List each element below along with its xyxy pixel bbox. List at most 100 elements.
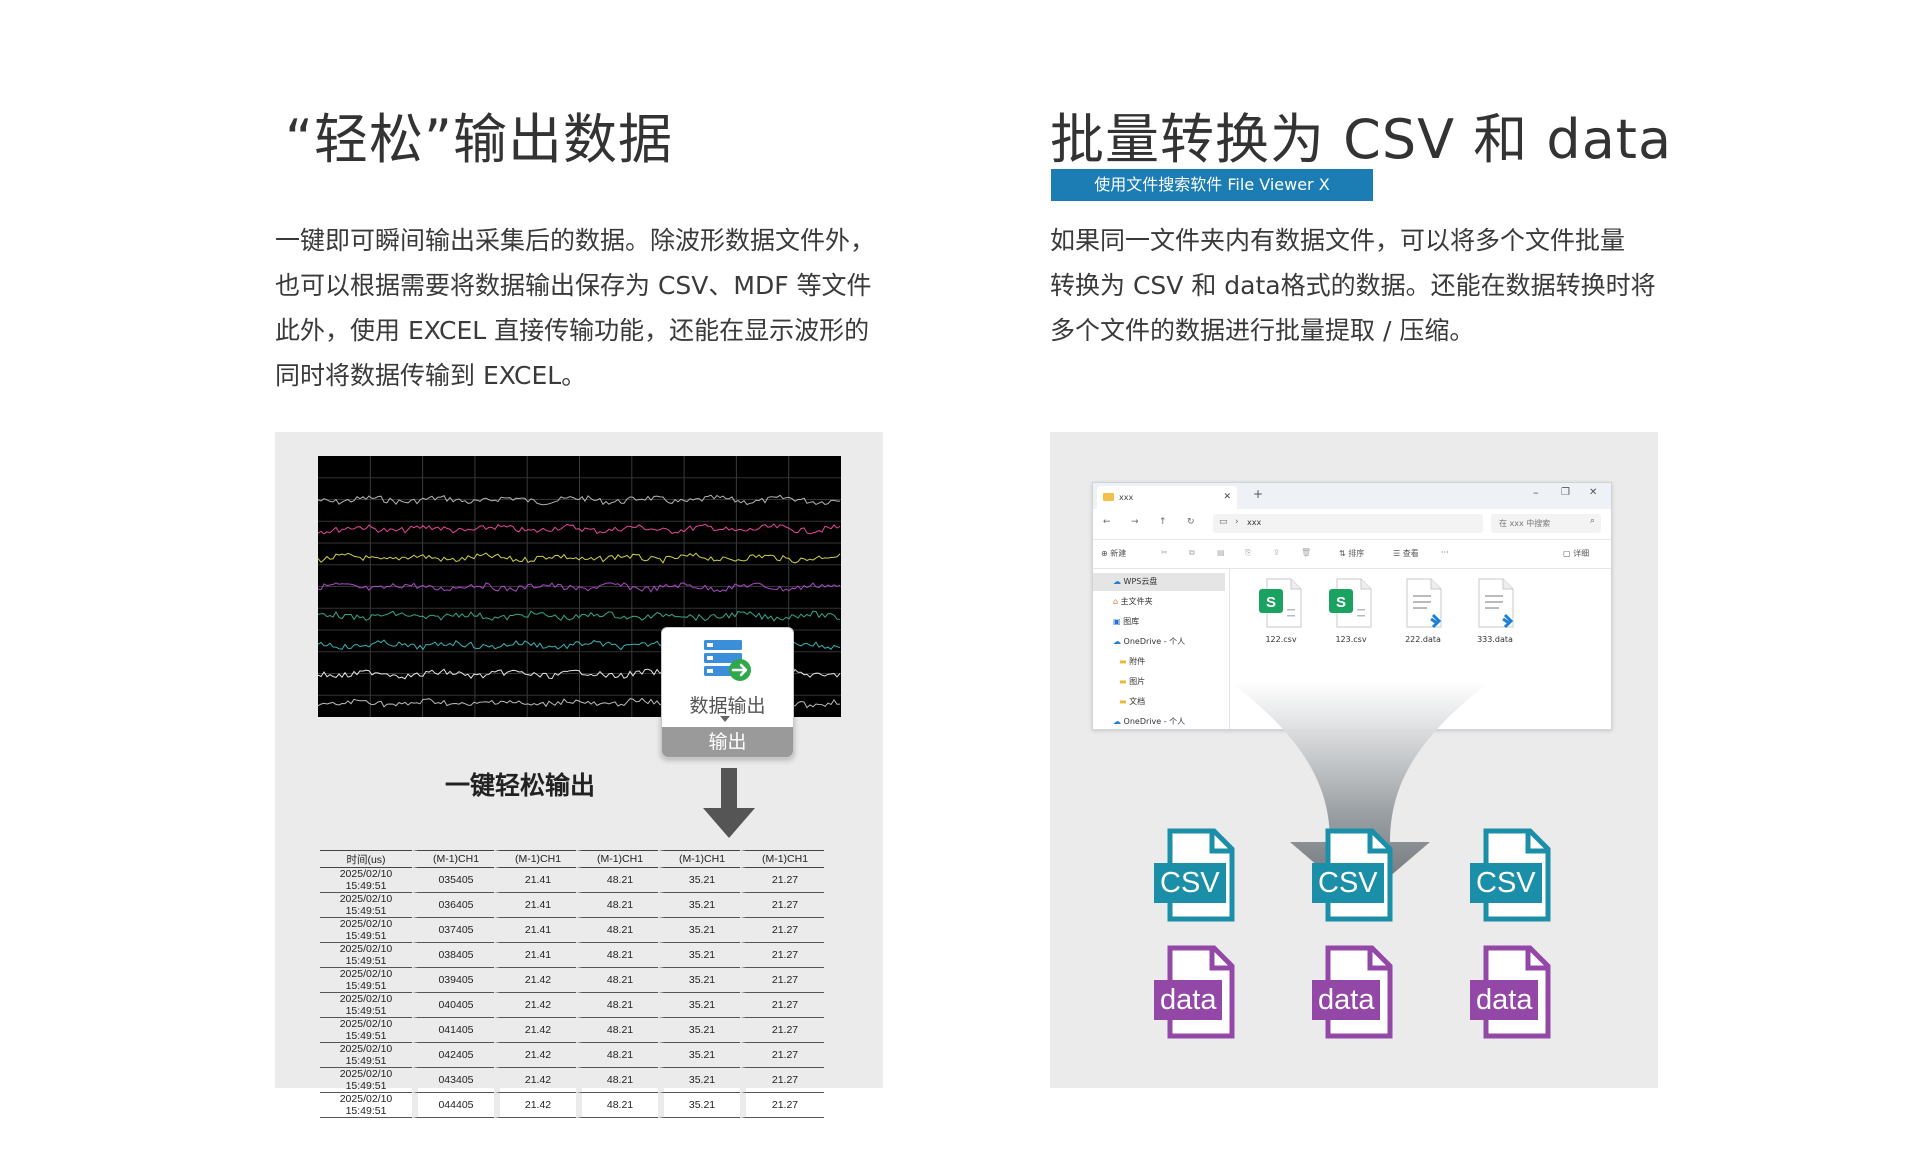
left-paragraph-line: 同时将数据传输到 EXCEL。: [275, 361, 587, 390]
data-file-icon: data: [1470, 944, 1554, 1044]
details-button[interactable]: ▢ 详细: [1563, 549, 1590, 558]
table-cell: 039405: [412, 968, 494, 993]
paste-icon[interactable]: ▤: [1217, 548, 1225, 557]
cut-icon[interactable]: ✂: [1161, 548, 1168, 557]
table-cell: 35.21: [658, 968, 740, 993]
search-placeholder: 在 xxx 中搜索: [1499, 519, 1551, 528]
table-cell: 35.21: [658, 918, 740, 943]
sidebar-item-documents[interactable]: ▬ 文档: [1119, 697, 1146, 706]
explorer-tab[interactable]: xxx ✕: [1097, 486, 1237, 509]
explorer-tabbar: xxx ✕ + – ❐ ✕: [1093, 483, 1611, 509]
svg-text:S: S: [1266, 594, 1276, 611]
table-cell: 48.21: [576, 993, 658, 1018]
table-header-cell: (M-1)CH1: [658, 850, 740, 868]
table-cell: 21.27: [740, 1068, 824, 1093]
new-item-button[interactable]: ⊕ 新建: [1101, 549, 1127, 558]
sidebar-item-wps[interactable]: ☁ WPS云盘: [1093, 573, 1225, 591]
sidebar-item-label: 主文件夹: [1120, 597, 1153, 606]
file-item[interactable]: S 123.csv: [1321, 575, 1381, 644]
file-name: 333.data: [1477, 635, 1513, 644]
left-heading: “轻松”输出数据: [285, 108, 673, 171]
table-header-cell: (M-1)CH1: [576, 850, 658, 868]
address-bar[interactable]: ▭ › xxx: [1213, 514, 1483, 533]
folder-icon: [1103, 493, 1114, 501]
view-button[interactable]: ☰ 查看: [1393, 549, 1419, 558]
table-cell: 48.21: [576, 1093, 658, 1118]
left-paragraph-line: 此外，使用 EXCEL 直接传输功能，还能在显示波形的: [275, 316, 870, 345]
details-label: 详细: [1573, 549, 1590, 558]
waveform-trace: [317, 552, 841, 564]
file-type-label: data: [1470, 980, 1539, 1020]
table-cell: 2025/02/10 15:49:51: [320, 1043, 412, 1068]
table-cell: 044405: [412, 1093, 494, 1118]
table-header-cell: (M-1)CH1: [412, 850, 494, 868]
delete-icon[interactable]: 🗑: [1301, 548, 1312, 557]
table-cell: 35.21: [658, 993, 740, 1018]
table-cell: 35.21: [658, 1043, 740, 1068]
table-cell: 21.27: [740, 893, 824, 918]
rename-icon[interactable]: ⎘: [1245, 548, 1252, 557]
table-cell: 038405: [412, 943, 494, 968]
back-icon[interactable]: ←: [1103, 517, 1111, 527]
window-close-icon[interactable]: ✕: [1589, 487, 1598, 498]
tab-close-icon[interactable]: ✕: [1223, 492, 1231, 502]
sidebar-item-onedrive-2[interactable]: ☁ OneDrive - 个人: [1113, 717, 1186, 726]
copy-icon[interactable]: ⧉: [1189, 548, 1195, 557]
sidebar-item-gallery[interactable]: ▣ 图库: [1113, 617, 1140, 626]
table-cell: 48.21: [576, 893, 658, 918]
table-cell: 043405: [412, 1068, 494, 1093]
minimize-icon[interactable]: –: [1533, 486, 1539, 499]
sidebar-item-label: 文档: [1129, 697, 1146, 706]
code-file-icon: [1478, 578, 1514, 629]
table-cell: 21.27: [740, 1093, 824, 1118]
more-button[interactable]: ···: [1441, 548, 1449, 557]
sidebar-item-attachments[interactable]: ▬ 附件: [1119, 657, 1146, 666]
sidebar-item-home[interactable]: ⌂ 主文件夹: [1113, 597, 1153, 606]
database-export-icon: [702, 638, 752, 684]
table-header-cell: (M-1)CH1: [494, 850, 576, 868]
file-item[interactable]: 333.data: [1465, 575, 1525, 644]
table-cell: 48.21: [576, 1018, 658, 1043]
table-cell: 48.21: [576, 1068, 658, 1093]
table-cell: 21.41: [494, 868, 576, 893]
up-icon[interactable]: ↑: [1159, 517, 1167, 527]
sidebar-item-onedrive[interactable]: ☁ OneDrive - 个人: [1113, 637, 1186, 646]
right-illustration-panel: xxx ✕ + – ❐ ✕ ← → ↑ ↻ ▭ › xxx 在 xxx 中搜索 …: [1050, 432, 1658, 1088]
file-viewer-tag: 使用文件搜索软件 File Viewer X: [1051, 169, 1373, 201]
file-item[interactable]: 222.data: [1393, 575, 1453, 644]
explorer-toolbar: ⊕ 新建 ✂ ⧉ ▤ ⎘ ⇪ 🗑 ⇅ 排序 ☰ 查看 ··· ▢ 详细: [1093, 540, 1611, 569]
right-paragraph-line: 如果同一文件夹内有数据文件，可以将多个文件批量: [1050, 226, 1626, 255]
table-header-cell: 时间(us): [320, 850, 412, 868]
table-cell: 2025/02/10 15:49:51: [320, 1068, 412, 1093]
caret-down-icon: [720, 716, 730, 722]
right-paragraph: 如果同一文件夹内有数据文件，可以将多个文件批量 转换为 CSV 和 data格式…: [1050, 218, 1656, 353]
refresh-icon[interactable]: ↻: [1187, 517, 1195, 527]
table-cell: 042405: [412, 1043, 494, 1068]
output-button[interactable]: 输出: [662, 727, 793, 757]
table-cell: 040405: [412, 993, 494, 1018]
forward-icon[interactable]: →: [1131, 517, 1139, 527]
file-item[interactable]: S 122.csv: [1251, 575, 1311, 644]
convert-arrow-icon: [1210, 682, 1510, 922]
file-type-label: data: [1312, 980, 1381, 1020]
sort-button[interactable]: ⇅ 排序: [1339, 549, 1365, 558]
left-paragraph-line: 一键即可瞬间输出采集后的数据。除波形数据文件外，: [275, 226, 876, 255]
table-cell: 2025/02/10 15:49:51: [320, 993, 412, 1018]
sidebar-item-label: 附件: [1129, 657, 1146, 666]
share-icon[interactable]: ⇪: [1273, 548, 1280, 557]
table-cell: 2025/02/10 15:49:51: [320, 968, 412, 993]
table-cell: 48.21: [576, 968, 658, 993]
sort-label: 排序: [1348, 549, 1365, 558]
sidebar-item-pictures[interactable]: ▬ 图片: [1119, 677, 1146, 686]
table-cell: 35.21: [658, 893, 740, 918]
data-output-label: 数据输出: [689, 695, 766, 717]
search-icon: ⌕: [1589, 516, 1595, 526]
waveform-trace: [317, 523, 841, 535]
explorer-tab-title: xxx: [1119, 493, 1134, 502]
maximize-icon[interactable]: ❐: [1561, 487, 1570, 498]
one-key-caption: 一键轻松输出: [445, 771, 596, 800]
search-box[interactable]: 在 xxx 中搜索 ⌕: [1491, 514, 1601, 533]
new-tab-icon[interactable]: +: [1253, 487, 1264, 501]
data-output-popup[interactable]: 数据输出 输出: [661, 627, 794, 758]
